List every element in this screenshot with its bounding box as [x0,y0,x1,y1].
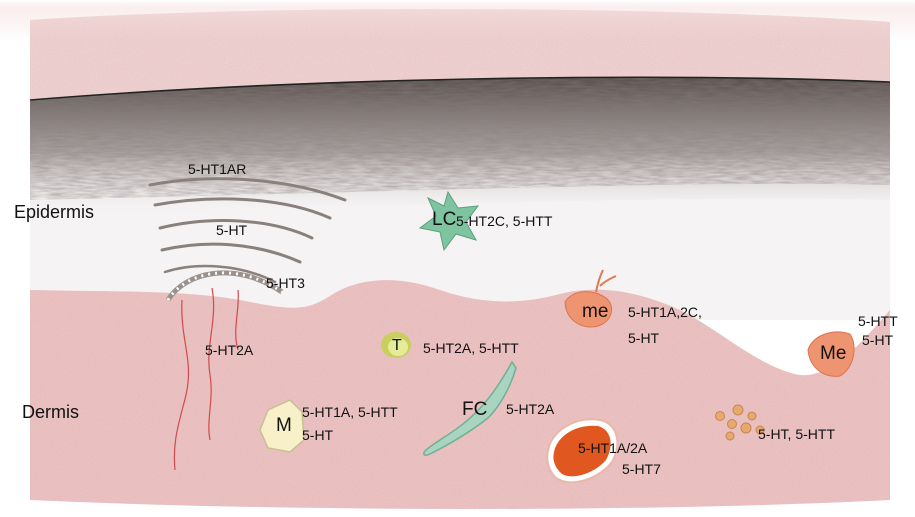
melanocyte-derm-symbol: Me [820,344,846,363]
langerhans-symbol: LC [432,210,456,229]
macrophage-line2: 5-HT [302,428,333,442]
large-cell-line2: 5-HT7 [622,462,661,476]
epidermis-label: Epidermis [14,203,94,221]
t-cell-receptors: 5-HT2A, 5-HTT [423,341,519,355]
macrophage-symbol: M [276,416,292,435]
langerhans-receptors: 5-HT2C, 5-HTT [456,214,552,228]
receptor-5ht2a-nerve-label: 5-HT2A [205,343,253,357]
melanocyte-derm-line1: 5-HTT [858,314,898,328]
receptor-5ht1ar-label: 5-HT1AR [188,162,246,176]
large-cell-line1: 5-HT1A/2A [578,441,647,455]
t-cell-symbol: T [392,338,402,354]
macrophage-line1: 5-HT1A, 5-HTT [302,405,398,419]
platelets-receptors: 5-HT, 5-HTT [758,427,835,441]
serotonin-nerve-label: 5-HT [216,223,247,237]
melanocyte-epi-line1: 5-HT1A,2C, [628,305,702,319]
fibroblast-receptors: 5-HT2A [506,402,554,416]
dermis-label: Dermis [22,403,79,421]
fibroblast-symbol: FC [462,400,487,419]
melanocyte-epi-symbol: me [582,302,608,321]
receptor-5ht3-label: 5-HT3 [266,276,305,290]
melanocyte-derm-line2: 5-HT [862,333,893,347]
granular-band-texture [30,77,890,200]
melanocyte-epi-line2: 5-HT [628,331,659,345]
